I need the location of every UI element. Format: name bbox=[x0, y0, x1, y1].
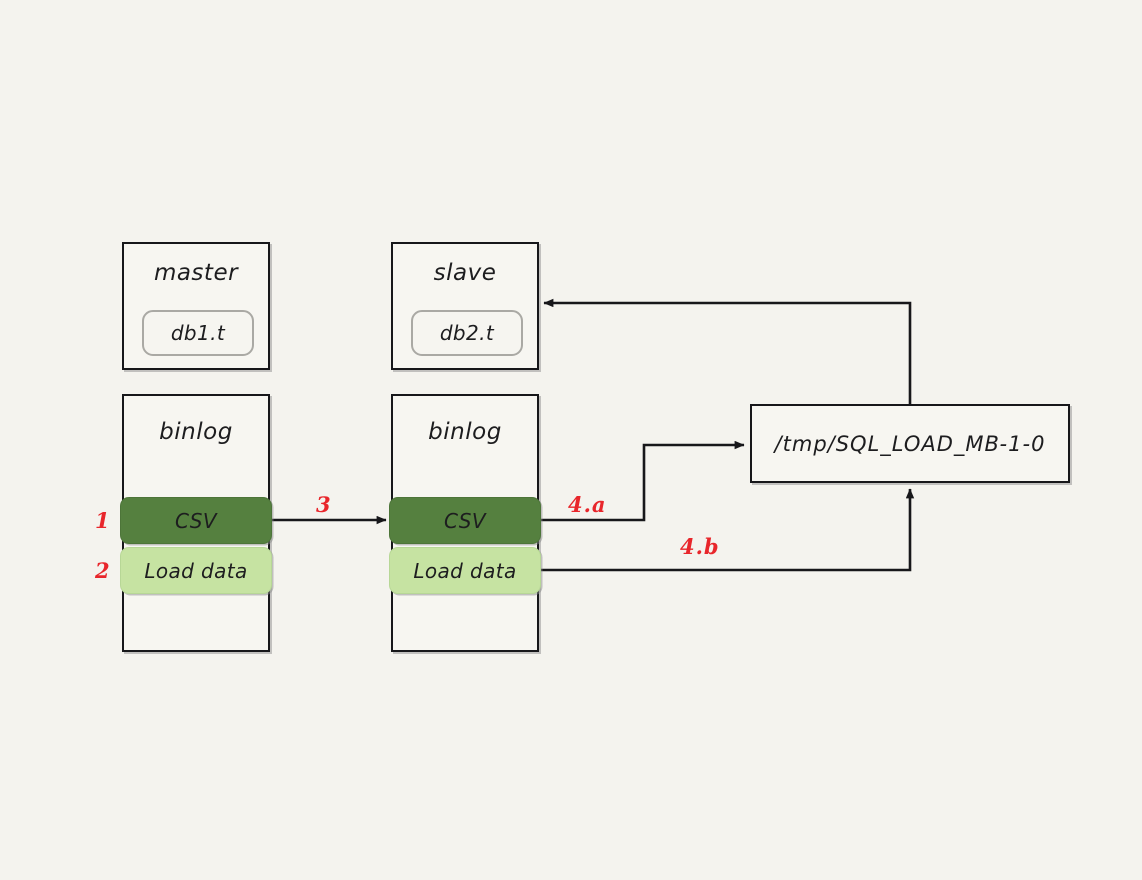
annotation-step-2: 2 bbox=[95, 558, 111, 583]
master-binlog-event-load-data[interactable]: Load data bbox=[120, 547, 272, 594]
slave-box[interactable]: slave db2.t bbox=[391, 242, 539, 370]
annotation-step-4b: 4.b bbox=[680, 534, 720, 559]
slave-binlog-event-load-data[interactable]: Load data bbox=[389, 547, 541, 594]
master-binlog-event-csv[interactable]: CSV bbox=[120, 497, 272, 544]
master-title: master bbox=[153, 260, 239, 286]
slave-binlog-event-csv[interactable]: CSV bbox=[389, 497, 541, 544]
master-binlog-title: binlog bbox=[159, 419, 233, 445]
temp-file-label: /tmp/SQL_LOAD_MB-1-0 bbox=[774, 431, 1046, 456]
master-box[interactable]: master db1.t bbox=[122, 242, 270, 370]
annotation-step-4a: 4.a bbox=[568, 492, 607, 517]
master-table-db1t[interactable]: db1.t bbox=[142, 310, 254, 356]
temp-file-box[interactable]: /tmp/SQL_LOAD_MB-1-0 bbox=[750, 404, 1070, 483]
annotation-step-3: 3 bbox=[316, 492, 332, 517]
slave-table-db2t[interactable]: db2.t bbox=[411, 310, 523, 356]
annotation-step-1: 1 bbox=[95, 508, 111, 533]
slave-title: slave bbox=[433, 260, 497, 286]
slave-binlog-title: binlog bbox=[428, 419, 502, 445]
connector-file-to-slave bbox=[543, 298, 912, 404]
